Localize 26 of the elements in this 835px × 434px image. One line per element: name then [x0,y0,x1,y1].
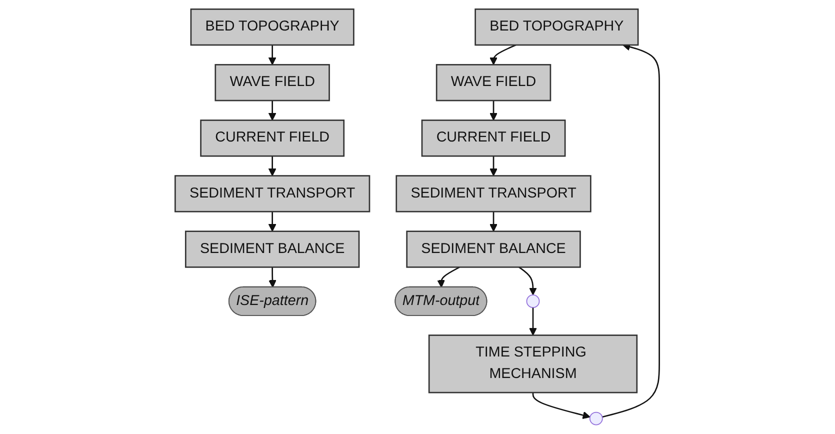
node-circle [526,294,540,308]
arrow [532,392,591,420]
node-circle [590,412,604,426]
arrow [437,266,460,288]
node-box: SEDIMENT TRANSPORT [174,175,370,212]
arrow [268,156,277,176]
arrow [490,100,498,121]
node-box: BED TOPOGRAPHY [190,8,355,46]
arrow [490,156,498,176]
node-box: CURRENT FIELD [422,120,566,157]
node-box: BED TOPOGRAPHY [474,8,639,46]
node-box: TIME STEPPING MECHANISM [428,334,638,394]
node-box: SEDIMENT BALANCE [406,230,582,268]
node-box: SEDIMENT TRANSPORT [396,175,592,212]
arrow [529,307,538,336]
arrow [490,44,516,66]
node-box: CURRENT FIELD [200,120,345,157]
arrow [268,212,277,232]
arrow [268,267,277,288]
node-box: SEDIMENT BALANCE [185,230,360,268]
node-box: WAVE FIELD [214,64,330,102]
arrow [490,212,498,232]
arrow [268,45,277,66]
node-box: WAVE FIELD [436,64,552,102]
arrow [268,100,277,121]
arrow [518,266,538,296]
